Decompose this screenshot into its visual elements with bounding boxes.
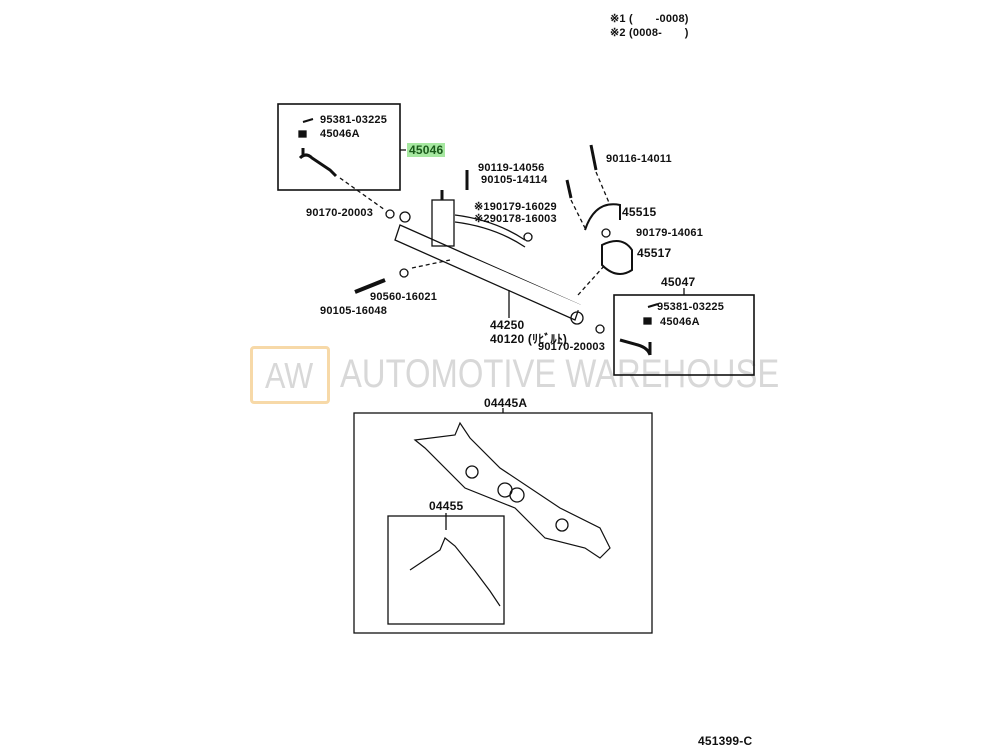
assembly-04455-box bbox=[387, 515, 505, 625]
part-label-04445A[interactable]: 04445A bbox=[484, 396, 528, 410]
part-label-90105-16048[interactable]: 90105-16048 bbox=[320, 305, 388, 317]
part-label-90170-20003-right[interactable]: 90170-20003 bbox=[538, 341, 606, 353]
part-label-90179-16029[interactable]: ※190179-16029 bbox=[474, 201, 557, 213]
tie-rod-end-right-icon bbox=[619, 303, 659, 356]
part-label-95381-right[interactable]: 95381-03225 bbox=[657, 301, 725, 313]
note-2-mark: ※2 bbox=[610, 27, 626, 39]
watermark-logo: AW bbox=[250, 346, 330, 404]
part-label-45046A-left[interactable]: 45046A bbox=[320, 128, 360, 140]
tie-rod-end-left-box bbox=[277, 103, 401, 191]
part-label-90170-20003-left[interactable]: 90170-20003 bbox=[306, 207, 374, 219]
note-1: ※1 ( -0008) bbox=[610, 12, 689, 25]
diagram-id: 451399-C bbox=[698, 734, 753, 748]
part-label-45046-highlighted[interactable]: 45046 bbox=[407, 143, 446, 157]
watermark-text: AUTOMOTIVE WAREHOUSE bbox=[340, 352, 780, 396]
part-label-90116-14011[interactable]: 90116-14011 bbox=[606, 153, 672, 165]
note-1-mark: ※1 bbox=[610, 13, 626, 25]
note-2: ※2 (0008- ) bbox=[610, 26, 689, 39]
assembly-04445A-box bbox=[353, 412, 653, 634]
tie-rod-end-left-icon bbox=[298, 118, 338, 178]
part-label-45046A-right[interactable]: 45046A bbox=[660, 316, 700, 328]
part-label-95381-left[interactable]: 95381-03225 bbox=[320, 114, 388, 126]
part-label-44250[interactable]: 44250 bbox=[490, 318, 525, 332]
part-label-04455[interactable]: 04455 bbox=[429, 499, 464, 513]
note-1-range: ( -0008) bbox=[629, 13, 689, 25]
part-label-45517[interactable]: 45517 bbox=[637, 246, 672, 260]
assembly-04455-icon bbox=[409, 537, 501, 607]
steering-rack-icon bbox=[394, 190, 592, 325]
part-label-45515[interactable]: 45515 bbox=[622, 205, 657, 219]
assembly-04445A-icon bbox=[413, 421, 611, 559]
watermark-logo-text: AW bbox=[265, 355, 314, 396]
part-label-90119-14056[interactable]: 90119-14056 bbox=[478, 162, 545, 174]
note-2-range: (0008- ) bbox=[629, 27, 689, 39]
part-label-90105-14114[interactable]: 90105-14114 bbox=[481, 174, 548, 186]
part-label-45047[interactable]: 45047 bbox=[661, 275, 696, 289]
part-label-40120[interactable]: 40120 (ﾘﾋﾞﾙﾄ) bbox=[490, 332, 568, 346]
part-label-90560-16021[interactable]: 90560-16021 bbox=[370, 291, 438, 303]
part-label-90178-16003[interactable]: ※290178-16003 bbox=[474, 213, 557, 225]
part-label-90179-14061[interactable]: 90179-14061 bbox=[636, 227, 704, 239]
